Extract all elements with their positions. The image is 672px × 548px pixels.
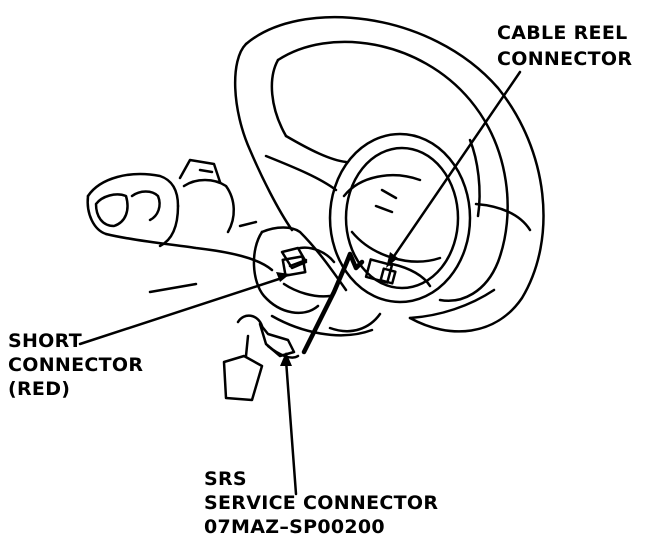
arrowhead-srs	[280, 352, 292, 366]
arrowhead-short	[276, 272, 290, 282]
label-cable-reel-line2: CONNECTOR	[497, 48, 633, 70]
cable-reel-connector-part	[364, 258, 432, 288]
label-short-line2: CONNECTOR	[8, 354, 144, 376]
label-short-line1: SHORT	[8, 330, 82, 352]
steering-wheel	[233, 15, 545, 333]
label-cable-reel-line1: CABLE REEL	[497, 22, 628, 44]
leader-cable-reel	[388, 70, 522, 264]
service-cable	[301, 251, 365, 355]
label-srs-line2: SERVICE CONNECTOR	[204, 492, 439, 514]
short-connector-part	[281, 255, 308, 277]
arrowhead-cable-reel	[386, 252, 398, 268]
steering-column	[252, 226, 382, 337]
label-srs-line1: SRS	[204, 468, 247, 490]
label-short-line3: (RED)	[8, 378, 71, 400]
leader-lines	[78, 70, 522, 496]
combination-switch	[86, 158, 274, 294]
leader-short	[78, 276, 284, 346]
leader-srs	[284, 358, 298, 496]
wheel-hub	[328, 132, 472, 304]
arrowheads	[276, 252, 398, 366]
label-srs-line3: 07MAZ–SP00200	[204, 516, 385, 538]
